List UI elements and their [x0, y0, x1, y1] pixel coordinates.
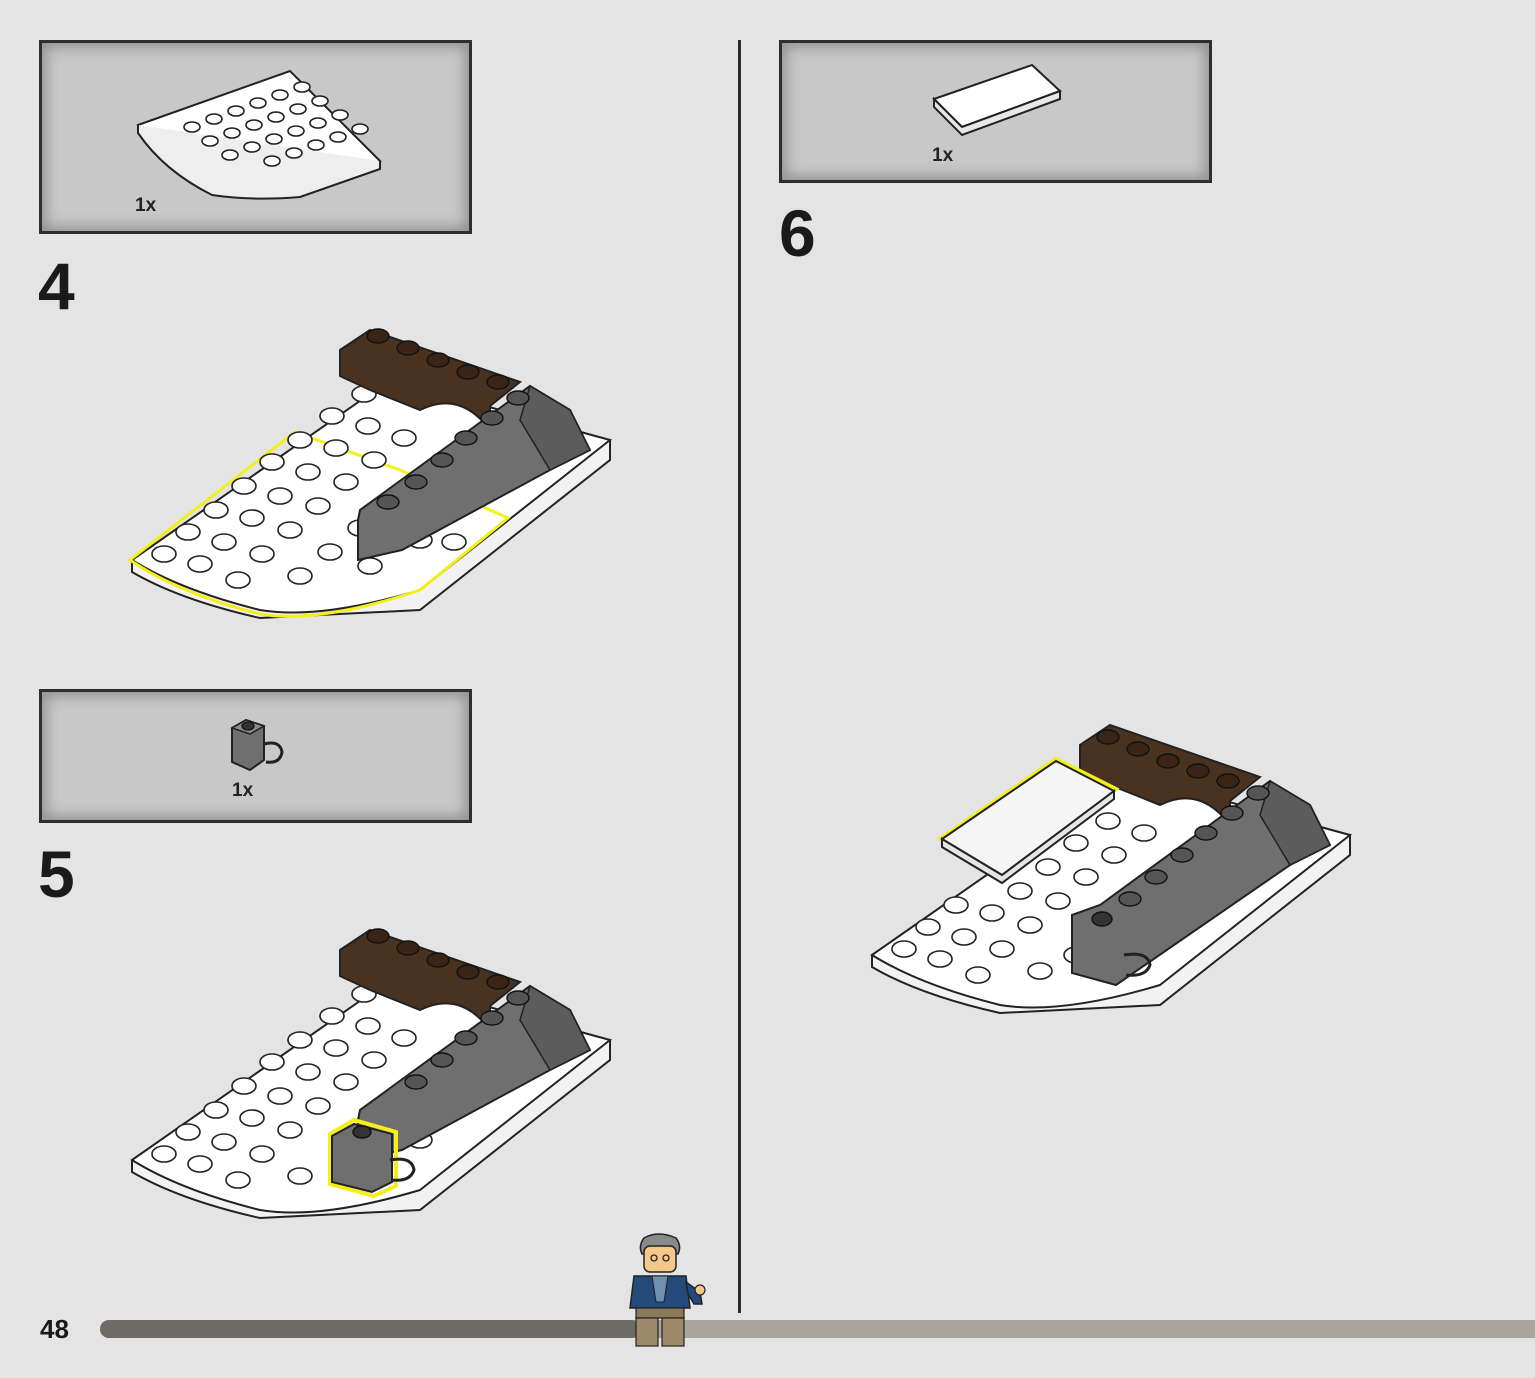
step-6-parts-callout: 1x [779, 40, 1212, 183]
step-5-parts-callout: 1x [39, 689, 472, 823]
gray-clip-brick-icon [230, 718, 284, 772]
part-quantity: 1x [932, 145, 954, 166]
step-number: 4 [38, 249, 75, 323]
step-6-model-illustration [870, 723, 1353, 1015]
part-quantity: 1x [232, 780, 254, 801]
column-divider [738, 40, 741, 1313]
page-number: 48 [40, 1314, 69, 1344]
step-number: 6 [779, 196, 816, 270]
minifigure-icon [629, 1233, 706, 1347]
part-quantity: 1x [135, 195, 157, 216]
progress-bar [100, 1320, 1535, 1338]
step-4-parts-callout: 1x [39, 40, 472, 234]
progress-fill [100, 1320, 641, 1338]
step-5-model-illustration [130, 928, 613, 1220]
white-curved-plate-icon [136, 69, 382, 200]
white-tile-icon [932, 63, 1062, 137]
step-4-model-illustration [127, 328, 613, 620]
step-number: 5 [38, 837, 75, 911]
